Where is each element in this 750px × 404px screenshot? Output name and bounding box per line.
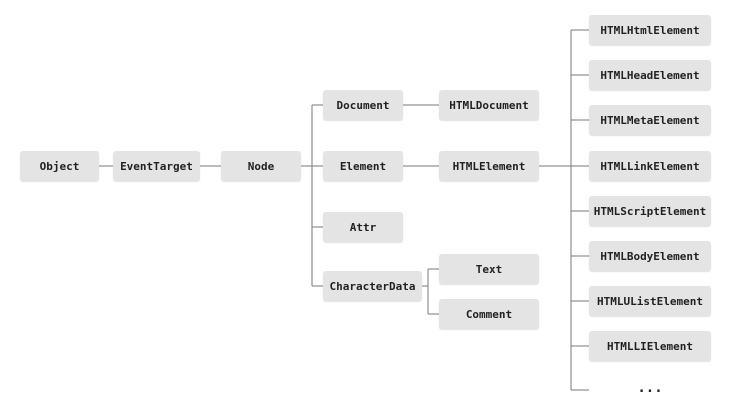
node-html-script-element: HTMLScriptElement bbox=[589, 196, 711, 226]
node-html-head-element: HTMLHeadElement bbox=[589, 60, 711, 90]
node-object: Object bbox=[20, 151, 99, 181]
node-text: Text bbox=[439, 254, 539, 284]
node-html-element: HTMLElement bbox=[439, 151, 539, 181]
node-html-body-element: HTMLBodyElement bbox=[589, 241, 711, 271]
node-character-data: CharacterData bbox=[323, 271, 422, 301]
node-html-meta-element: HTMLMetaElement bbox=[589, 105, 711, 135]
node-attr: Attr bbox=[323, 212, 403, 242]
node-element: Element bbox=[323, 151, 403, 181]
node-html-document: HTMLDocument bbox=[439, 90, 539, 120]
node-node: Node bbox=[221, 151, 301, 181]
node-event-target: EventTarget bbox=[113, 151, 200, 181]
node-document: Document bbox=[323, 90, 403, 120]
more-ellipsis: ... bbox=[637, 380, 663, 396]
node-html-html-element: HTMLHtmlElement bbox=[589, 15, 711, 45]
node-html-ulist-element: HTMLUListElement bbox=[589, 286, 711, 316]
node-html-li-element: HTMLLIElement bbox=[589, 331, 711, 361]
node-comment: Comment bbox=[439, 299, 539, 329]
node-html-link-element: HTMLLinkElement bbox=[589, 151, 711, 181]
